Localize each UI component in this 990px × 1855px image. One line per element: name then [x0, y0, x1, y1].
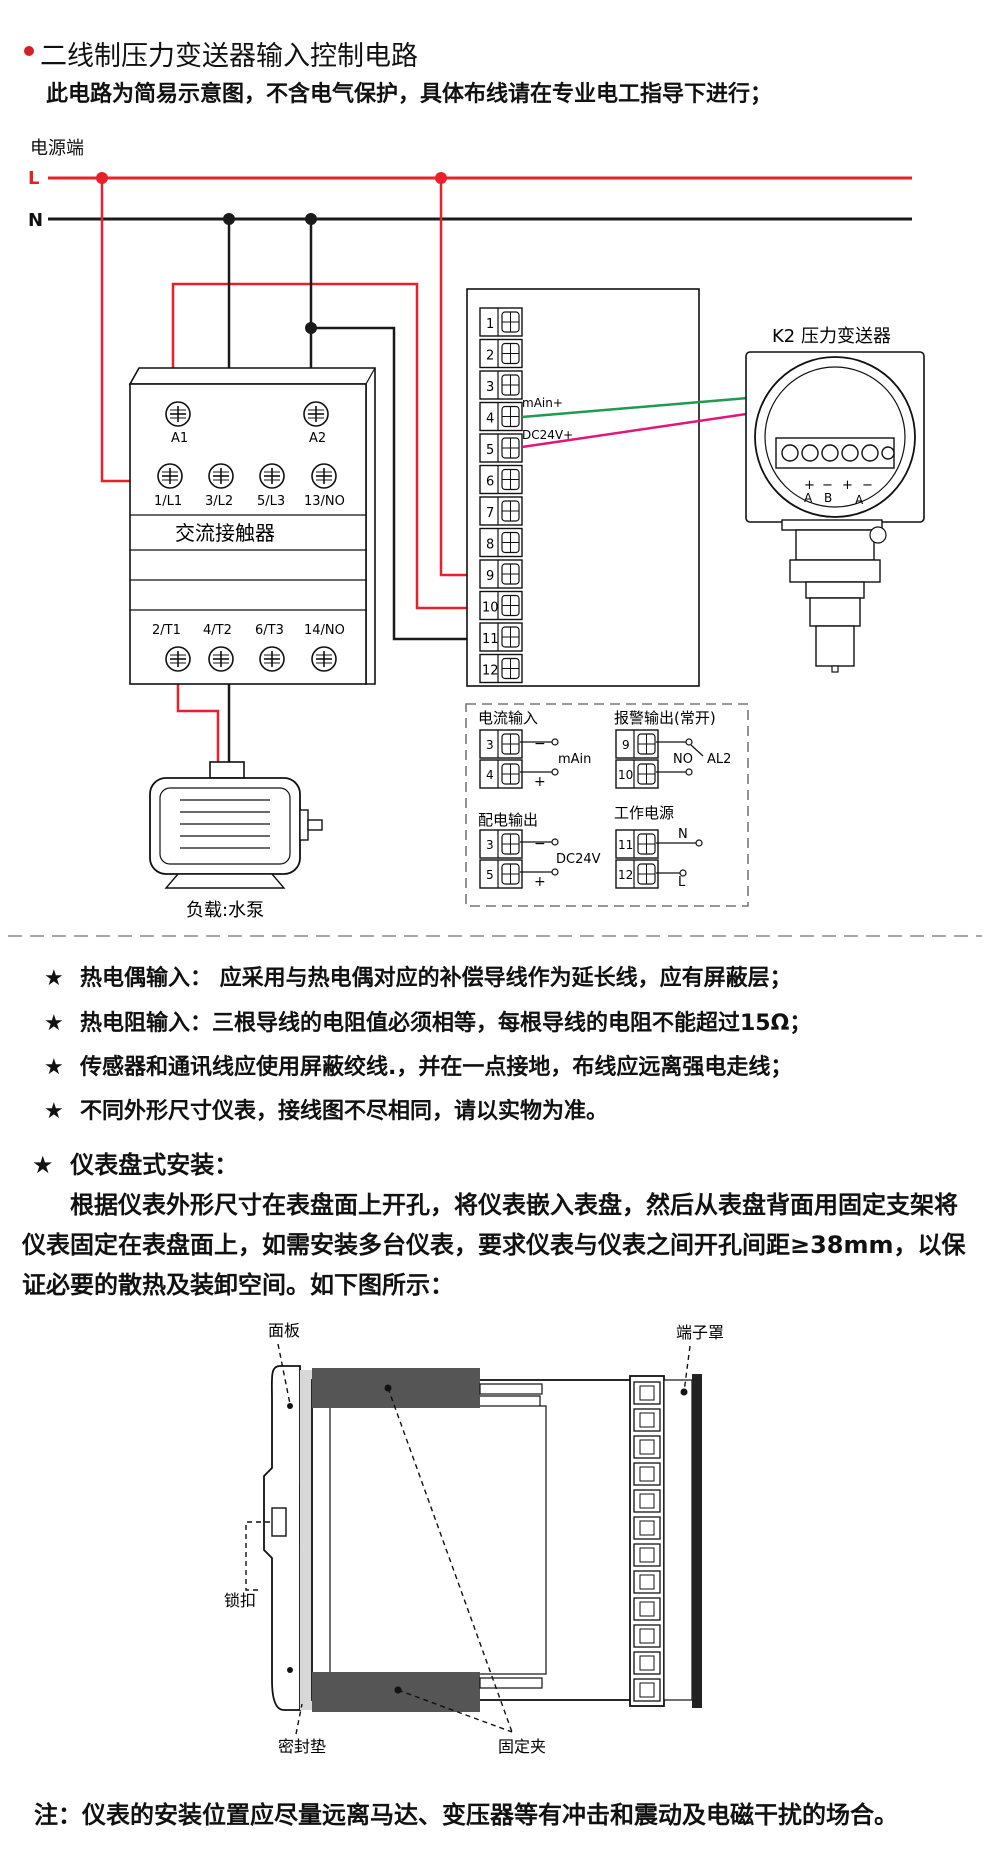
ac-contactor: A1 A2 1/L1 3/L2 5/L3 13/NO 交流接触器 2/T1 4/…: [128, 367, 376, 685]
page-subtitle: 此电路为简易示意图，不含电气保护，具体布线请在专业电工指导下进行；: [46, 82, 773, 107]
meter-terminal-label: 2: [486, 349, 494, 364]
svg-text:−: −: [534, 736, 546, 752]
legend-dc24v: DC24V: [556, 852, 601, 867]
svg-text:−: −: [822, 478, 833, 493]
pressure-transmitter: K2 压力变送器 + − + − A B A: [745, 326, 925, 673]
legend-terminal-label: 5: [486, 868, 494, 882]
meter-terminal-label: 7: [486, 506, 494, 521]
meter-terminal-label: 10: [482, 601, 499, 616]
install-paragraph: 根据仪表外形尺寸在表盘面上开孔，将仪表嵌入表盘，然后从表盘背面用固定支架将仪表固…: [22, 1191, 966, 1299]
label-clip: 固定夹: [498, 1737, 546, 1756]
install-terminal-screw: [639, 1439, 655, 1455]
legend-terminal-label: 9: [622, 738, 630, 752]
legend-terminal-label: 3: [486, 838, 494, 852]
transmitter-title: K2 压力变送器: [772, 326, 891, 347]
label-panel: 面板: [268, 1321, 300, 1340]
note-line: ★不同外形尺寸仪表，接线图不尽相同，请以实物为准。: [44, 1099, 609, 1124]
legend-alarm-title: 报警输出(常开): [614, 709, 716, 727]
svg-text:+: +: [842, 478, 853, 493]
legend-al2: AL2: [707, 752, 731, 767]
install-terminal-screw: [639, 1547, 655, 1563]
note-line: ★热电阻输入：三根导线的电阻值必须相等，每根导线的电阻不能超过15Ω；: [44, 1011, 812, 1036]
terminal-4-label: mAin+: [522, 396, 563, 410]
power-label: 电源端: [30, 138, 84, 159]
svg-text:−: −: [862, 478, 873, 493]
install-terminal-screw: [639, 1628, 655, 1644]
legend-work-power-title: 工作电源: [614, 804, 674, 822]
install-terminal-screw: [639, 1466, 655, 1482]
legend-terminal-label: 10: [618, 768, 633, 782]
terminal-3l2: 3/L2: [205, 494, 233, 509]
legend-n: N: [678, 827, 688, 842]
page-title: 二线制压力变送器输入控制电路: [40, 41, 418, 72]
legend-terminal-label: 4: [486, 768, 494, 782]
terminal-2t1: 2/T1: [152, 623, 181, 638]
label-terminal-cover: 端子罩: [676, 1323, 724, 1342]
transmitter-label-a2: A: [855, 493, 864, 507]
install-terminal-screw: [639, 1520, 655, 1536]
transmitter-label-b: B: [824, 491, 832, 505]
load-label: 负载:水泵: [186, 900, 264, 921]
meter-terminal-label: 4: [486, 412, 494, 427]
meter-terminal-label: 5: [486, 443, 494, 458]
pump-motor-icon: [149, 761, 323, 889]
legend-terminal-label: 3: [486, 738, 494, 752]
terminal-14no: 14/NO: [304, 623, 345, 638]
install-terminal-screw: [639, 1682, 655, 1698]
terminal-5l3: 5/L3: [257, 494, 285, 509]
bullet-dot-icon: [24, 46, 34, 56]
legend-terminal-label: 12: [618, 868, 633, 882]
line-n-label: N: [28, 210, 43, 231]
svg-text:−: −: [534, 836, 546, 852]
terminal-13no: 13/NO: [304, 494, 345, 509]
label-lock: 锁扣: [224, 1591, 256, 1610]
terminal-1l1: 1/L1: [154, 494, 182, 509]
meter-terminal-label: 8: [486, 538, 494, 553]
terminal-a1: A1: [171, 431, 188, 446]
line-l-label: L: [28, 168, 39, 189]
terminal-6t3: 6/T3: [255, 623, 284, 638]
svg-text:+: +: [534, 774, 546, 790]
install-terminal-screw: [639, 1574, 655, 1590]
svg-text:+: +: [804, 478, 815, 493]
terminal-5-label: DC24V+: [522, 428, 573, 442]
meter-terminal-label: 6: [486, 475, 494, 490]
label-gasket: 密封垫: [278, 1737, 326, 1756]
legend-current-title: 电流输入: [478, 709, 538, 727]
legend-no: NO: [673, 752, 693, 767]
legend-power-out-title: 配电输出: [478, 811, 538, 829]
meter-terminal-label: 3: [486, 380, 494, 395]
install-terminal-screw: [639, 1412, 655, 1428]
meter-terminal-label: 9: [486, 569, 494, 584]
wiring-diagram: 电源端 L N A1 A2 1/L1 3/L2: [8, 138, 982, 937]
contactor-name: 交流接触器: [175, 521, 275, 545]
note-line: ★传感器和通讯线应使用屏蔽绞线.，并在一点接地，布线应远离强电走线；: [44, 1055, 793, 1080]
install-terminal-screw: [639, 1385, 655, 1401]
footer-note: 注：仪表的安装位置应尽量远离马达、变压器等有冲击和震动及电磁干扰的场合。: [34, 1801, 898, 1829]
legend-l: L: [678, 875, 686, 890]
meter-terminal-label: 11: [482, 632, 499, 647]
note-line: ★热电偶输入： 应采用与热电偶对应的补偿导线作为延长线，应有屏蔽层；: [44, 966, 792, 991]
install-terminal-screw: [639, 1493, 655, 1509]
meter-terminal-label: 1: [486, 317, 494, 332]
install-diagram: 面板 端子罩 锁扣 密封垫 固定夹: [224, 1321, 724, 1756]
install-terminal-screw: [639, 1655, 655, 1671]
transmitter-label-a: A: [804, 491, 813, 505]
svg-text:+: +: [534, 874, 546, 890]
terminal-4t2: 4/T2: [203, 623, 232, 638]
legend-terminal-label: 11: [618, 838, 633, 852]
terminal-a2: A2: [309, 431, 326, 446]
legend-mAin: mAin: [558, 752, 591, 767]
install-terminal-screw: [639, 1601, 655, 1617]
meter-terminal-label: 12: [482, 664, 499, 679]
legend-box: [465, 703, 749, 907]
install-title: ★ 仪表盘式安装：: [32, 1151, 239, 1179]
